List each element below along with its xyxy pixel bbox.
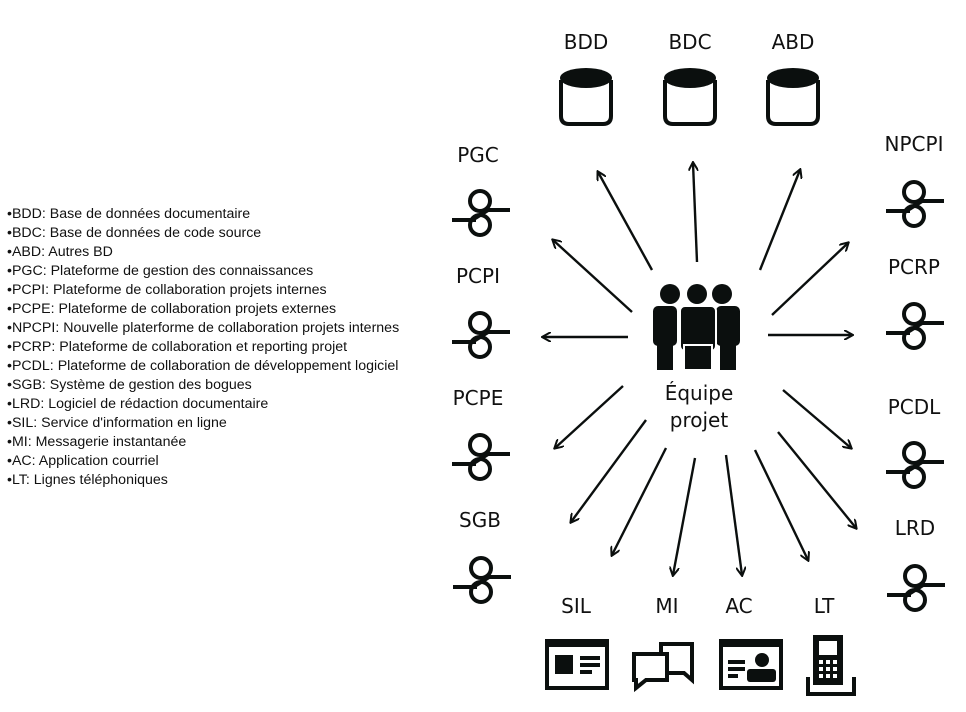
legend-item: •ABD: Autres BD <box>7 244 113 260</box>
tool-label: LT <box>814 594 835 618</box>
platform-icon <box>451 556 513 604</box>
arrows <box>543 163 856 575</box>
tool-label: MI <box>655 594 678 618</box>
platform-label: SGB <box>459 508 501 532</box>
platform-icon <box>884 441 946 489</box>
arrow <box>724 454 742 575</box>
database-icon <box>662 66 718 126</box>
arrow <box>571 419 647 522</box>
platform-icon <box>450 189 512 237</box>
platform-label: PCDL <box>888 395 941 419</box>
arrow <box>598 172 654 271</box>
arrow <box>553 240 633 313</box>
platform-icon <box>450 433 512 481</box>
database-label: BDD <box>564 30 609 54</box>
platform-label: LRD <box>895 516 935 540</box>
legend-item: •PCPE: Plateforme de collaboration proje… <box>7 301 337 317</box>
platform-icon <box>884 302 946 350</box>
platform-label: PCPI <box>456 264 500 288</box>
legend-item: •LT: Lignes téléphoniques <box>7 472 168 488</box>
platform-label: PGC <box>457 143 499 167</box>
arrow <box>771 243 848 316</box>
chat-icon <box>632 642 694 693</box>
legend-item: •PGC: Plateforme de gestion des connaiss… <box>7 263 314 279</box>
arrow <box>555 385 624 448</box>
platform-label: NPCPI <box>885 132 944 156</box>
web-page-icon <box>545 639 609 690</box>
tool-label: AC <box>725 594 752 618</box>
contact-card-icon <box>719 639 783 690</box>
legend-item: •PCDL: Plateforme de collaboration de dé… <box>7 358 399 374</box>
legend-item: •LRD: Logiciel de rédaction documentaire <box>7 396 269 412</box>
platform-icon <box>450 311 512 359</box>
team-icon <box>653 284 740 371</box>
database-icon <box>765 66 821 126</box>
legend-item: •SGB: Système de gestion des bogues <box>7 377 252 393</box>
legend-item: •PCPI: Plateforme de collaboration proje… <box>7 282 327 298</box>
legend-item: •SIL: Service d'information en ligne <box>7 415 227 431</box>
database-icon <box>558 66 614 126</box>
arrow <box>693 163 697 263</box>
legend-item: •NPCPI: Nouvelle platerforme de collabor… <box>7 320 400 336</box>
platform-icon <box>884 180 946 228</box>
legend-item: •AC: Application courriel <box>7 453 159 469</box>
legend-item: •BDD: Base de données documentaire <box>7 206 251 222</box>
arrow <box>758 170 800 271</box>
platform-label: PCPE <box>453 386 504 410</box>
phone-icon <box>806 635 856 696</box>
center-label-line2: projet <box>670 408 729 432</box>
arrow <box>673 457 697 575</box>
legend-item: •BDC: Base de données de code source <box>7 225 262 241</box>
tool-label: SIL <box>561 594 592 618</box>
legend-item: •MI: Messagerie instantanée <box>7 434 187 450</box>
arrow <box>782 389 851 448</box>
database-label: BDC <box>668 30 711 54</box>
center-label-line1: Équipe <box>665 381 734 405</box>
arrow <box>753 449 808 560</box>
legend: •BDD: Base de données documentaire •BDC:… <box>7 205 402 490</box>
database-label: ABD <box>772 30 815 54</box>
arrow <box>777 431 856 528</box>
platform-label: PCRP <box>888 255 940 279</box>
legend-item: •PCRP: Plateforme de collaboration et re… <box>7 339 348 355</box>
platform-icon <box>885 564 947 612</box>
arrow <box>612 447 668 555</box>
